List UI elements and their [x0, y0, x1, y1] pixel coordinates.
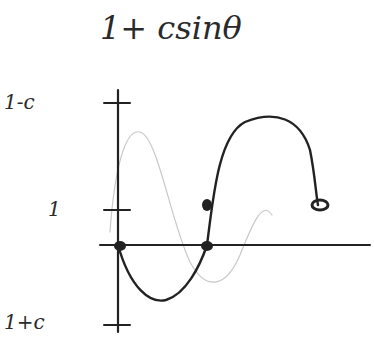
- curve-dot: [201, 241, 213, 251]
- tick-mark: [104, 209, 130, 211]
- formula-title: 1+ csinθ: [100, 12, 242, 44]
- curve-dot: [114, 241, 126, 251]
- tick-mark: [104, 102, 130, 104]
- faint-curve: [110, 132, 272, 282]
- axis-label: 1: [48, 199, 61, 219]
- curve-dot: [202, 199, 212, 211]
- sine-curve: [118, 117, 318, 301]
- curve-dot: [312, 200, 328, 210]
- axis-label: 1+c: [4, 312, 45, 332]
- axis-label: 1-c: [4, 92, 35, 112]
- horizontal-axis: [100, 244, 370, 246]
- tick-mark: [104, 324, 130, 326]
